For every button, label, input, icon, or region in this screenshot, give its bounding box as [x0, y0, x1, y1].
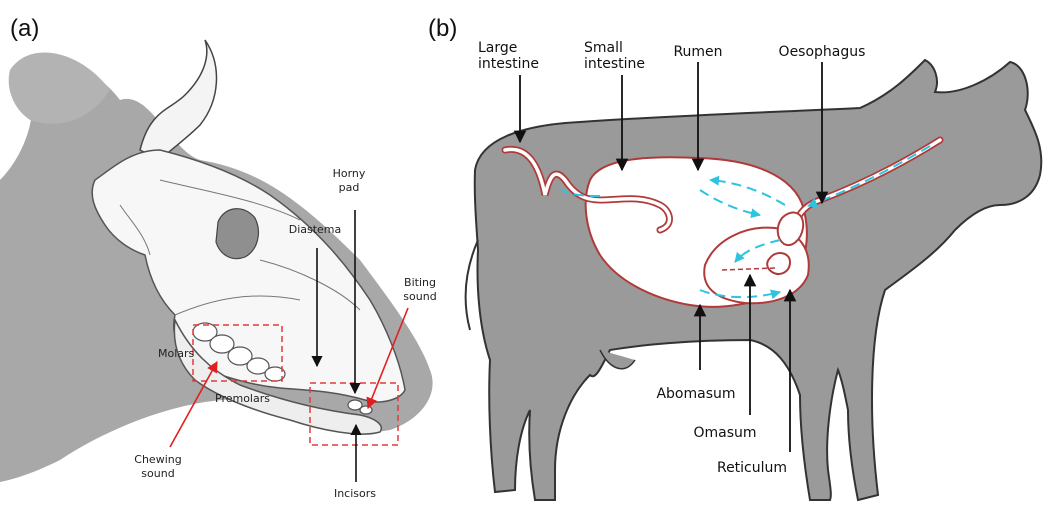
biting-sound-label-1: Biting: [404, 276, 436, 289]
biting-sound-label-2: sound: [403, 290, 436, 303]
small-intestine-label-2: intestine: [584, 56, 645, 72]
horny-pad-label-2: pad: [339, 181, 360, 194]
omasum-outline: [767, 253, 790, 274]
chewing-sound-label-1: Chewing: [134, 453, 181, 466]
abomasum-label: Abomasum: [656, 386, 735, 402]
oesophagus-label: Oesophagus: [779, 44, 866, 60]
reticulum-label: Reticulum: [717, 460, 787, 476]
small-intestine-label-1: Small: [584, 40, 623, 56]
panel-a-label: (a): [10, 15, 39, 42]
large-intestine-label-1: Large: [478, 40, 517, 56]
molars-label: Molars: [158, 347, 195, 360]
tail: [466, 240, 478, 330]
eye-socket: [216, 209, 258, 259]
panel-b: (b) Large: [428, 15, 1041, 500]
large-intestine-label-2: intestine: [478, 56, 539, 72]
incisors-label: Incisors: [334, 487, 376, 500]
horny-pad-label-1: Horny: [333, 167, 366, 180]
omasum-label: Omasum: [693, 425, 756, 441]
horn: [140, 40, 216, 160]
udder: [600, 350, 635, 369]
chewing-sound-label-2: sound: [141, 467, 174, 480]
rumen-label: Rumen: [673, 44, 722, 60]
panel-b-label: (b): [428, 15, 457, 42]
panel-a: (a): [0, 15, 437, 500]
premolars-label: Premolars: [215, 392, 270, 405]
diastema-label: Diastema: [289, 223, 342, 236]
